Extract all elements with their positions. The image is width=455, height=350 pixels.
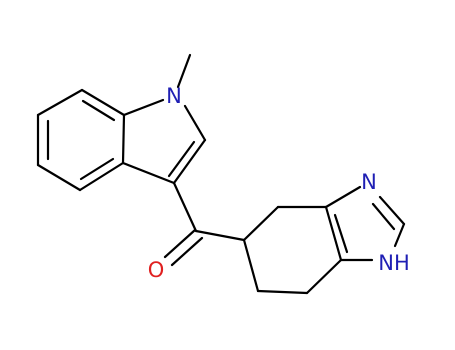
bond-n-methyl [176,53,192,89]
bond-c3a-c7a [324,205,343,262]
bond-n-c2-inner [371,202,396,231]
bond-c5-c4 [36,163,82,192]
bond-n1-c2 [183,104,207,142]
bond-n-c2 [378,195,406,226]
bond-c4-c3a-inner [79,157,115,181]
bond-c6h-c7h [256,289,309,295]
bond-c7a-n1 [122,98,165,117]
bond-layer [36,53,406,295]
bond-c7a-c7 [80,88,126,117]
bond-c4-c3a [78,161,125,192]
bond-c3-c3a [121,161,176,185]
atom-label-n-indole: N [166,84,182,108]
bond-c3a-c7a [121,113,126,165]
atom-label-nh-imidazole: NH [378,251,410,275]
bond-carbonyl-o-double [170,236,204,267]
bond-c2-c3-inner [167,140,196,178]
bond-c2-nh [393,222,406,248]
bond-c3a-n [324,185,362,209]
bond-c3a-c7a-inner [333,213,349,254]
bond-carbonyl-c5 [194,229,246,242]
bond-c5-c6h [242,238,260,293]
bond-c2-c3 [172,138,207,185]
bond-c5-c4h [242,205,280,242]
bond-c7a-c7-inner [81,99,116,122]
bond-c3-carbonyl [172,181,198,233]
bond-c7-c6 [36,88,84,117]
atom-label-n-imidazole: N [361,170,377,194]
atom-label-layer: N O N NH [148,84,410,282]
bond-c7h-c7a [305,258,343,295]
bond-carbonyl-o [163,228,197,259]
atom-label-o-carbonyl: O [148,258,165,282]
